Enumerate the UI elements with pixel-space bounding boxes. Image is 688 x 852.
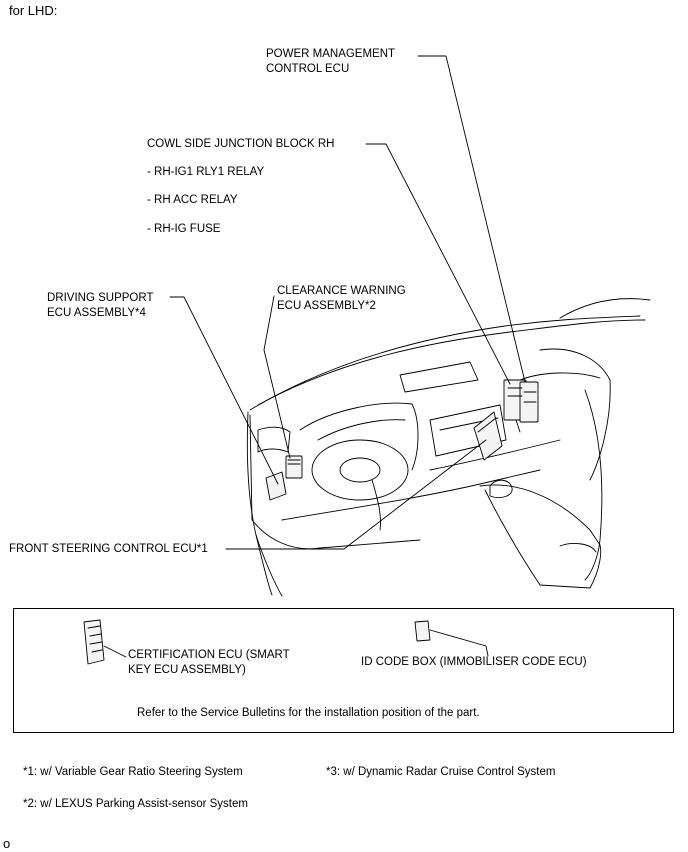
console-cupholder [559, 543, 597, 553]
lower-panel-left [255, 534, 283, 597]
label-driving-support-ecu: DRIVING SUPPORT ECU ASSEMBLY*4 [47, 292, 154, 319]
steering-hub [339, 457, 381, 483]
driving-support-ecu-part [265, 471, 287, 501]
front-steering-ecu-part [473, 411, 503, 461]
leader-power-management [417, 55, 526, 383]
clearance-warning-ecu-part [285, 455, 303, 479]
cluster-hood [299, 402, 419, 471]
label-cowl-item-relay1: - RH-IG1 RLY1 RELAY [147, 166, 265, 178]
footnote-2: *2: w/ LEXUS Parking Assist-sensor Syste… [23, 798, 248, 810]
console-side [484, 489, 602, 589]
footnote-1: *1: w/ Variable Gear Ratio Steering Syst… [23, 766, 243, 778]
steering-column [371, 479, 381, 531]
leader-certification [103, 645, 127, 658]
lower-dash-line [429, 439, 561, 471]
page-title: for LHD: [9, 3, 58, 18]
label-cowl-item-fuse: - RH-IG FUSE [147, 223, 221, 235]
console-top [479, 484, 601, 546]
steering-wheel [311, 439, 409, 501]
id-code-box-part [414, 620, 431, 642]
cluster-inner [317, 419, 406, 441]
leader-driving-support [169, 296, 279, 485]
dash-right-sweep [539, 348, 611, 481]
label-power-management-ecu: POWER MANAGEMENT CONTROL ECU [266, 48, 396, 75]
dash-left-side [246, 411, 273, 596]
center-display [399, 361, 479, 393]
glovebox-line [519, 372, 601, 381]
label-cowl-side-junction-block: COWL SIDE JUNCTION BLOCK RH [147, 138, 335, 150]
label-id-code-box: ID CODE BOX (IMMOBILISER CODE ECU) [361, 656, 587, 668]
leader-id-code-box [429, 629, 489, 657]
left-vent [257, 426, 291, 453]
console-shifter [489, 479, 513, 499]
page-marker: o [3, 836, 11, 851]
windshield-pillar [559, 298, 651, 319]
leader-clearance-warning [263, 295, 291, 459]
dash-top-line [249, 315, 641, 411]
label-cowl-item-acc-relay: - RH ACC RELAY [147, 194, 238, 206]
leader-front-steering [225, 439, 487, 550]
right-door-line [584, 389, 603, 581]
leader-cowl-side [365, 143, 511, 385]
inset-box [13, 608, 674, 733]
label-front-steering-ecu: FRONT STEERING CONTROL ECU*1 [9, 543, 208, 555]
dash-lower-edge [281, 469, 541, 521]
windshield-line [257, 319, 646, 406]
footnote-3: *3: w/ Dynamic Radar Cruise Control Syst… [326, 766, 556, 778]
inset-note: Refer to the Service Bulletins for the i… [137, 707, 480, 719]
center-panel [429, 404, 507, 457]
label-certification-ecu: CERTIFICATION ECU (SMART KEY ECU ASSEMBL… [128, 649, 290, 676]
certification-ecu-part [83, 619, 105, 665]
label-clearance-warning-ecu: CLEARANCE WARNING ECU ASSEMBLY*2 [277, 285, 406, 312]
